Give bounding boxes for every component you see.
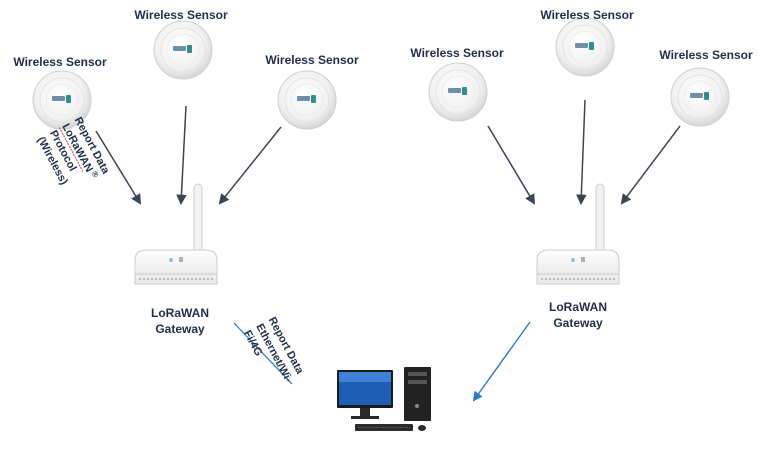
gateway-label-line2: Gateway [553,316,603,330]
sensor-left-2: Wireless Sensor [134,8,228,80]
lorawan-gateway-icon [134,183,218,285]
arrow-sensor-left-1-to-gateway [95,130,142,205]
smoke-sensor-icon [555,17,615,77]
lorawan-underline [58,127,84,172]
arrow-sensor-left-2-to-gateway [176,105,187,206]
sensor-label: Wireless Sensor [659,48,753,62]
sensor-label: Wireless Sensor [265,53,359,67]
smoke-sensor-icon [153,20,213,80]
lorawan-gateway-icon [536,183,620,285]
sensor-left-1: Wireless Sensor [13,55,107,130]
gateway-label-line1: LoRaWAN [549,300,607,314]
arrow-sensor-right-3-to-gateway [620,125,681,205]
gateway-label-line1: LoRaWAN [151,306,209,320]
uplink-line-left [233,322,293,385]
sensor-right-1: Wireless Sensor [410,46,504,122]
arrow-sensor-right-1-to-gateway [487,125,536,205]
sensor-left-3: Wireless Sensor [265,53,359,130]
desktop-computer-icon [333,357,437,439]
sensor-right-3: Wireless Sensor [659,48,753,127]
annotation-lorawan-protocol: Report Data LoRaWAN® Protocol (Wireless) [35,115,112,187]
sensor-right-2: Wireless Sensor [540,8,634,77]
arrow-sensor-right-2-to-gateway [576,99,587,206]
sensor-label: Wireless Sensor [410,46,504,60]
sensor-label: Wireless Sensor [13,55,107,69]
sensor-label: Wireless Sensor [540,8,634,22]
annotation-ethernet: Report Data Ethernet/Wi- Fi/4G [241,315,306,385]
sensor-label: Wireless Sensor [134,8,228,22]
desktop-computer [333,357,437,439]
smoke-sensor-icon [428,62,488,122]
arrow-sensor-left-3-to-gateway [218,126,282,205]
uplink-arrow-right [472,321,531,402]
smoke-sensor-icon [277,70,337,130]
gateway-left: LoRaWAN Gateway [134,183,218,336]
smoke-sensor-icon [670,67,730,127]
gateway-label-line2: Gateway [155,322,205,336]
gateway-right: LoRaWAN Gateway [536,183,620,330]
